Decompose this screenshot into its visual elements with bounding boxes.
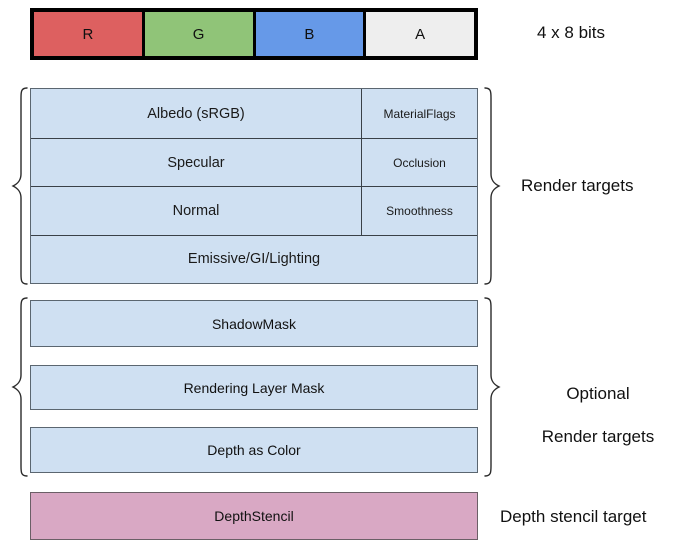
rgba-cell-b: B: [255, 12, 367, 56]
label-bit-depth: 4 x 8 bits: [537, 23, 606, 42]
rgba-channel-bar: R G B A: [30, 8, 478, 60]
left-brace-render-targets: [10, 86, 30, 286]
cell-normal: Normal: [172, 203, 220, 219]
rgba-label-a: A: [415, 25, 426, 43]
block-rendering-layer-mask: Rendering Layer Mask: [30, 365, 478, 410]
rgba-label-b: B: [304, 25, 315, 43]
cell-specular: Specular: [167, 154, 225, 171]
block-depthstencil-label: DepthStencil: [214, 508, 294, 524]
rgba-label-g: G: [192, 25, 205, 43]
label-optional-render-targets: Optional Render targets: [518, 362, 678, 468]
label-optional-render-targets-line2: Render targets: [541, 426, 655, 446]
cell-smoothness: Smoothness: [361, 187, 477, 235]
left-brace-optional-render-targets: [10, 296, 30, 478]
rgba-cell-r: R: [34, 12, 145, 56]
block-shadowmask-label: ShadowMask: [211, 315, 297, 332]
cell-albedo: Albedo (sRGB): [147, 105, 245, 122]
block-depth-as-color: Depth as Color: [30, 427, 478, 473]
table-row-normal: Normal Smoothness: [31, 187, 477, 236]
block-depthstencil: DepthStencil: [30, 492, 478, 540]
cell-emissive: Emissive/GI/Lighting: [187, 251, 321, 267]
right-brace-render-targets: [482, 86, 502, 286]
block-rendering-layer-mask-label: Rendering Layer Mask: [183, 379, 325, 396]
render-targets-table: Albedo (sRGB) MaterialFlags Specular Occ…: [30, 88, 478, 284]
rgba-cell-g: G: [144, 12, 256, 56]
table-row-specular: Specular Occlusion: [31, 139, 477, 187]
label-optional-render-targets-line1: Optional: [566, 384, 630, 404]
label-render-targets: Render targets: [521, 176, 634, 195]
rgba-cell-a: A: [366, 12, 474, 56]
rgba-label-r: R: [82, 25, 94, 43]
table-row-emissive: Emissive/GI/Lighting: [31, 236, 477, 282]
block-depth-as-color-label: Depth as Color: [207, 442, 301, 458]
cell-occlusion: Occlusion: [361, 139, 477, 186]
right-brace-optional-render-targets: [482, 296, 502, 478]
block-shadowmask: ShadowMask: [30, 300, 478, 347]
table-row-albedo: Albedo (sRGB) MaterialFlags: [31, 89, 477, 139]
label-depth-stencil-target: Depth stencil target: [500, 507, 647, 526]
cell-materialflags: MaterialFlags: [361, 89, 477, 138]
